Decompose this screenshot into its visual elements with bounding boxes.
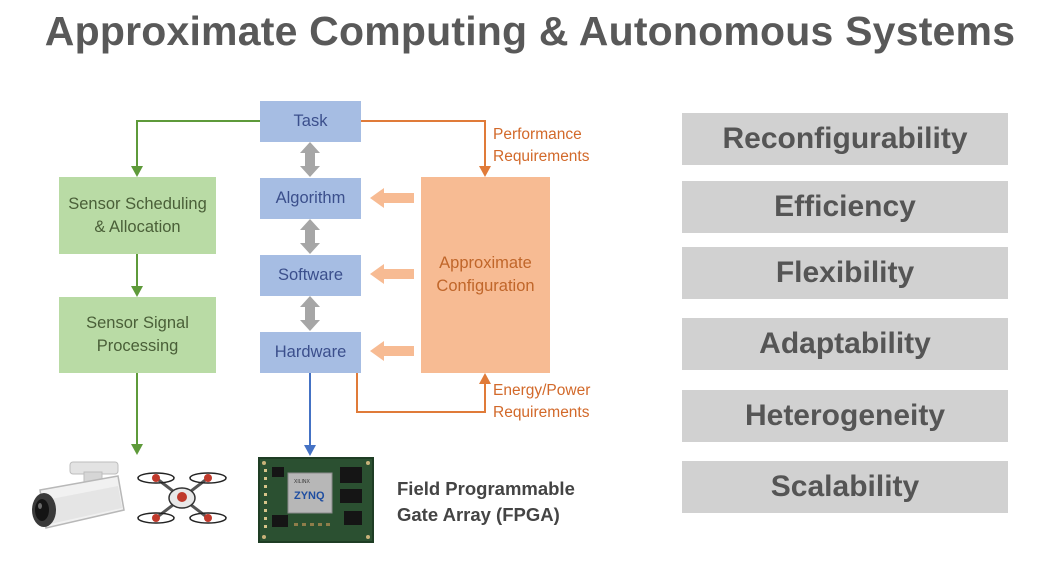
green-connector-task-to-scheduling [136,120,260,170]
double-arrow-task-algorithm [300,142,320,177]
hardware-label: Hardware [274,343,347,361]
perf-line1: Performance [493,126,582,143]
feature-flexibility: Flexibility [682,247,1008,299]
feature-heterogeneity: Heterogeneity [682,390,1008,442]
hardware-box: Hardware [260,332,361,373]
fpga-line1: Field Programmable [397,478,575,499]
feature-efficiency: Efficiency [682,181,1008,233]
algorithm-label: Algorithm [275,189,346,207]
security-camera-icon [32,461,125,529]
algorithm-box: Algorithm [260,178,361,219]
orange-arrow-to-hardware [370,341,414,361]
sensor-scheduling-line1: Sensor Scheduling [68,194,207,213]
task-box: Task [260,101,361,142]
chip-name-text: ZYNQ [294,490,325,502]
orange-connector-energy [356,372,486,413]
sensor-scheduling-line2: & Allocation [94,217,181,236]
approx-line2: Configuration [436,277,535,295]
feature-scalability: Scalability [682,461,1008,513]
orange-arrow-to-software [370,264,414,284]
drone-icon [137,472,227,524]
chip-brand-text: XILINX [294,479,311,485]
page-title: Approximate Computing & Autonomous Syste… [44,8,1016,54]
perf-line2: Requirements [493,148,590,165]
energy-line1: Energy/Power [493,382,591,399]
energy-requirements-label: Energy/Power Requirements [493,380,590,424]
sensor-scheduling-box: Sensor Scheduling & Allocation [59,177,216,254]
sensor-processing-line1: Sensor Signal [86,314,189,332]
double-arrow-algorithm-software [300,219,320,254]
approx-line1: Approximate [439,254,532,272]
double-arrow-software-hardware [300,296,320,331]
task-label: Task [293,112,328,130]
sensor-processing-box: Sensor Signal Processing [59,297,216,373]
fpga-board-image: XILINX ZYNQ [258,457,374,543]
approximate-configuration-box: Approximate Configuration [421,177,550,373]
energy-line2: Requirements [493,404,590,421]
software-box: Software [260,255,361,296]
feature-adaptability: Adaptability [682,318,1008,370]
software-label: Software [277,266,344,284]
feature-reconfigurability: Reconfigurability [682,113,1008,165]
fpga-label: Field Programmable Gate Array (FPGA) [397,476,575,528]
orange-arrow-to-algorithm [370,188,414,208]
performance-requirements-label: Performance Requirements [493,124,590,168]
fpga-line2: Gate Array (FPGA) [397,504,560,525]
sensor-processing-line2: Processing [96,337,179,355]
orange-connector-performance [361,120,486,170]
